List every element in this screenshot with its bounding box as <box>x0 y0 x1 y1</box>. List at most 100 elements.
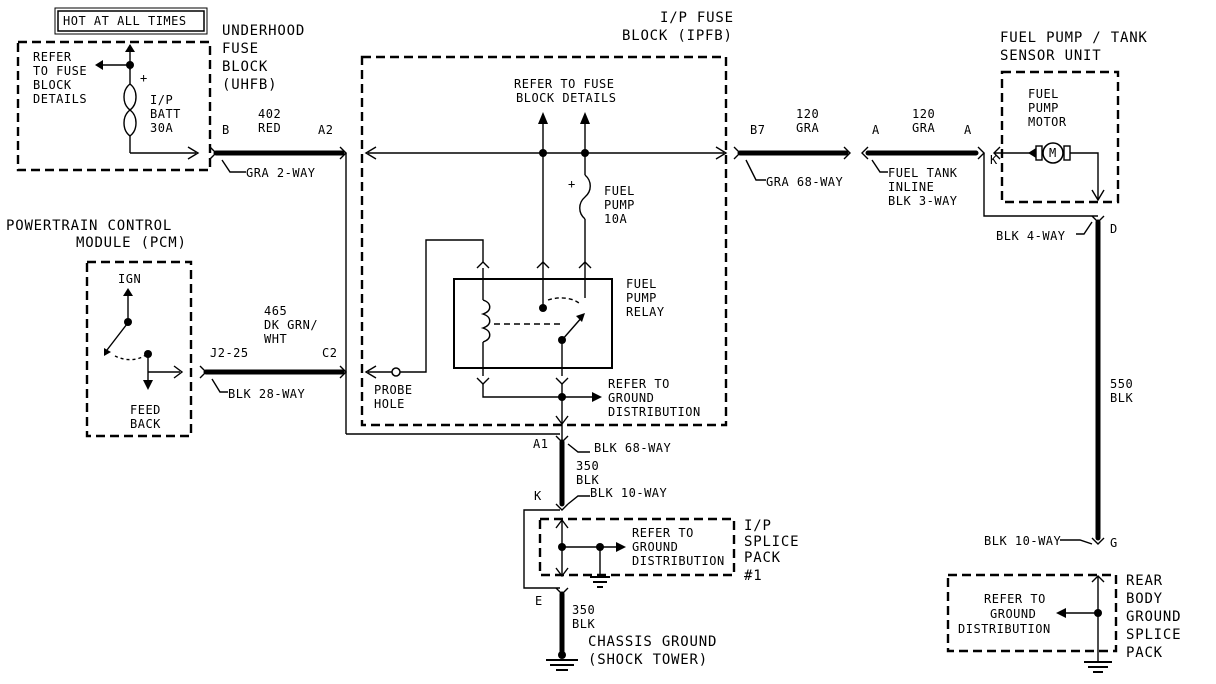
conn-a-pump: A <box>964 123 972 137</box>
wire-120a-2: GRA <box>796 121 819 135</box>
rear-node <box>1094 609 1102 617</box>
uhfb-fuse-3: 30A <box>150 121 173 135</box>
wire-465-1: 465 <box>264 304 287 318</box>
conn-g-mark <box>1091 537 1105 545</box>
splice-title-2: SPLICE <box>744 534 799 550</box>
uhfb-refer-2: TO FUSE <box>33 64 87 78</box>
conn-inline-1: FUEL TANK <box>888 166 958 180</box>
gra2-leader <box>221 159 246 173</box>
uhfb-box <box>16 40 212 172</box>
pump-motor-3: MOTOR <box>1028 115 1067 129</box>
blk68-leader <box>567 443 590 453</box>
hot-banner-frame <box>57 10 205 32</box>
fuse-30a-icon <box>123 69 137 153</box>
pcm-title-2: MODULE (PCM) <box>76 235 187 251</box>
conn-a-mark <box>861 146 869 160</box>
rear-refer-3: DISTRIBUTION <box>958 622 1051 636</box>
conn-blk68: BLK 68-WAY <box>594 441 672 455</box>
blk28-leader <box>211 378 228 393</box>
rear-title-5: PACK <box>1126 645 1163 661</box>
pcm-title-1: POWERTRAIN CONTROL <box>6 218 172 234</box>
splice-title-4: #1 <box>744 568 762 584</box>
uhfb-refer-4: DETAILS <box>33 92 87 106</box>
relay-switch <box>561 315 584 341</box>
uhfb-title-4: (UHFB) <box>222 77 277 93</box>
wire-402-1: 402 <box>258 107 281 121</box>
blk10a-leader <box>567 495 590 505</box>
splice-ground-icon <box>590 576 610 588</box>
ipfb-box <box>360 55 728 427</box>
splice-refer-2: GROUND <box>632 540 678 554</box>
pcm-feed-2: BACK <box>130 417 161 431</box>
ipfb-refer-1: REFER TO FUSE <box>514 77 614 91</box>
pump-box <box>1000 70 1120 204</box>
splice-refer-3: DISTRIBUTION <box>632 554 725 568</box>
ipfb-title-2: BLOCK (IPFB) <box>622 28 733 44</box>
pcm-box <box>85 260 193 438</box>
relay-label-3: RELAY <box>626 305 665 319</box>
pump-motor-2: PUMP <box>1028 101 1059 115</box>
conn-a1: A1 <box>533 437 548 451</box>
wire-350b-1: 350 <box>572 603 595 617</box>
wire-550-1: 550 <box>1110 377 1133 391</box>
ipfb-fuse-plus: + <box>568 177 576 191</box>
conn-a2: A2 <box>318 123 333 137</box>
relay-arc <box>547 297 581 305</box>
relay-switch-tip <box>576 313 585 322</box>
relay-label-2: PUMP <box>626 291 657 305</box>
wire-465-3: WHT <box>264 332 287 346</box>
conn-b7: B7 <box>750 123 765 137</box>
wire-550-2: BLK <box>1110 391 1133 405</box>
chassis-label-1: CHASSIS GROUND <box>588 634 717 650</box>
relay-contact-node <box>539 304 547 312</box>
ipfb-left-chevron <box>364 146 377 160</box>
rear-box <box>946 573 1118 653</box>
rear-title-2: BODY <box>1126 591 1163 607</box>
pump-motor-1: FUEL <box>1028 87 1059 101</box>
relay-label-1: FUEL <box>626 277 657 291</box>
wire-350a-2: BLK <box>576 473 599 487</box>
pcm-feed-1: FEED <box>130 403 161 417</box>
splice-title-3: PACK <box>744 550 781 566</box>
pump-out-chevron <box>1091 189 1105 202</box>
wire-465-2: DK GRN/ <box>264 318 318 332</box>
motor-m: M <box>1049 146 1057 160</box>
relay-ground-line <box>482 384 562 398</box>
conn-d: D <box>1110 222 1118 236</box>
ipfb-ground-ref-3: DISTRIBUTION <box>608 405 701 419</box>
uhfb-fuse-plus: + <box>140 71 148 85</box>
pump-out-line <box>1070 152 1099 200</box>
pump-in-arrow <box>1028 148 1036 158</box>
chassis-ground-icon <box>546 659 578 671</box>
fuse-10a-icon <box>579 174 591 220</box>
conn-blk28: BLK 28-WAY <box>228 387 306 401</box>
conn-gra68: GRA 68-WAY <box>766 175 844 189</box>
rear-title-3: GROUND <box>1126 609 1181 625</box>
conn-blk10b: BLK 10-WAY <box>984 534 1062 548</box>
ipfb-fuse-1: FUEL <box>604 184 635 198</box>
blk4-leader <box>1076 221 1093 235</box>
probe-label-1: PROBE <box>374 383 413 397</box>
rear-ground-icon <box>1084 661 1112 673</box>
rear-title-4: SPLICE <box>1126 627 1181 643</box>
hot-banner-text: HOT AT ALL TIMES <box>63 14 187 28</box>
ipfb-ground-ref-2: GROUND <box>608 391 654 405</box>
splice-outer-line <box>523 509 560 589</box>
conn-e: E <box>535 594 543 608</box>
uhfb-title-1: UNDERHOOD <box>222 23 305 39</box>
uhfb-refer-arrow <box>95 60 103 70</box>
relay-terminals-bottom <box>476 377 569 385</box>
conn-inline-3: BLK 3-WAY <box>888 194 958 208</box>
conn-a: A <box>872 123 880 137</box>
wire-402-2: RED <box>258 121 281 135</box>
ground-ref-arrow <box>592 392 602 402</box>
rear-refer-1: REFER TO <box>984 592 1046 606</box>
splice-ref-arrow <box>616 542 626 552</box>
ground-down-chevron <box>555 415 569 426</box>
ipfb-right-chevron <box>715 146 728 160</box>
inline-leader <box>871 159 888 173</box>
uhfb-out-chevron <box>187 146 200 160</box>
ipfb-up-arrow-1 <box>538 112 548 124</box>
rear-refer-2: GROUND <box>990 607 1036 621</box>
